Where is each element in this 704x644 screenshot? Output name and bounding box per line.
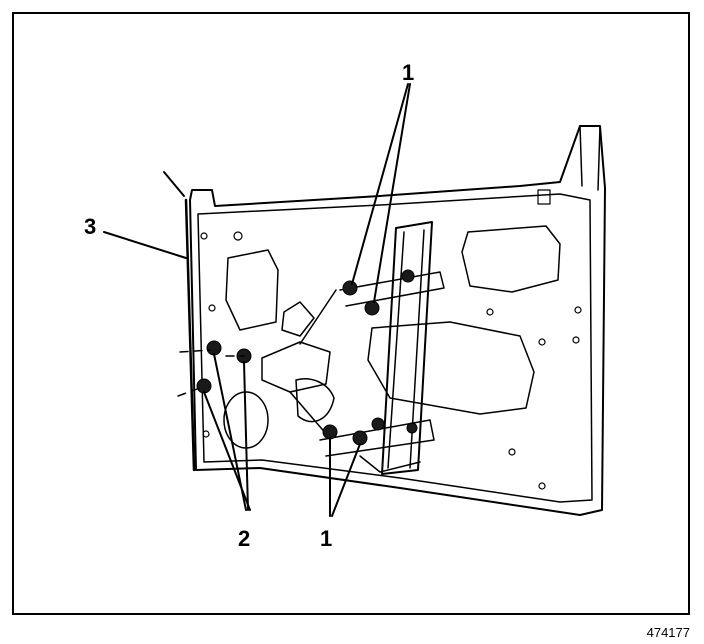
figure-number: 474177 <box>646 625 690 640</box>
callout-3: 3 <box>84 214 97 239</box>
fastener-bottom-b <box>352 430 368 446</box>
callout-2: 2 <box>238 526 251 551</box>
fastener-bottom-c <box>371 417 385 431</box>
fastener-left-c <box>196 378 212 394</box>
fastener-bottom-d <box>406 422 418 434</box>
fastener-top-b <box>364 300 380 316</box>
alignment-dashes <box>177 349 245 397</box>
callout-1-bottom: 1 <box>320 526 333 551</box>
callout-1-top: 1 <box>402 60 415 85</box>
fasteners <box>196 269 418 446</box>
access-openings <box>223 225 561 449</box>
fastener-top-c <box>401 269 415 283</box>
diagram-frame <box>12 12 690 615</box>
leader-lines <box>103 83 411 517</box>
fastener-bottom-a <box>322 424 338 440</box>
fastener-left-a <box>206 340 222 356</box>
window-regulator <box>261 221 445 475</box>
panel-holes <box>200 189 582 490</box>
fastener-top-a <box>342 280 358 296</box>
